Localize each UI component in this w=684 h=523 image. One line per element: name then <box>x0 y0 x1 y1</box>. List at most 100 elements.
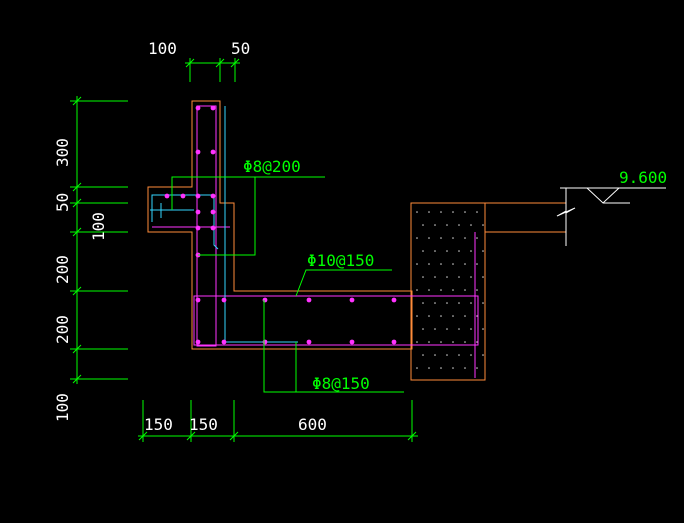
rebar-dot <box>210 105 216 111</box>
left-dim-tick-2 <box>72 182 82 192</box>
rebar-dot <box>306 297 312 303</box>
hatch-dot <box>452 341 454 343</box>
leader-1-drop <box>198 177 256 256</box>
hatch-dot <box>476 211 478 213</box>
hatch-dot <box>428 315 430 317</box>
rebar-dot <box>195 105 201 111</box>
rebar-group <box>152 105 479 378</box>
hatch-dot <box>470 224 472 226</box>
beam-rebar <box>193 295 479 346</box>
leader-3-line <box>263 300 404 393</box>
hatch-dot <box>422 328 424 330</box>
hatch-dot <box>428 263 430 265</box>
bottom-dim-text-2: 150 <box>189 415 218 434</box>
hatch-dot <box>428 289 430 291</box>
rebar-dot <box>195 225 201 231</box>
hatch-dot <box>452 237 454 239</box>
left-dim-text-2: 50 <box>53 193 72 212</box>
rebar-dot <box>349 339 355 345</box>
stirrup-group <box>150 106 298 343</box>
left-dim-tick-5 <box>72 286 82 296</box>
rebar-label-3: Φ8@150 <box>312 374 370 393</box>
column-stirrup <box>224 106 298 343</box>
rebar-dot <box>210 193 216 199</box>
rebar-dot <box>221 339 227 345</box>
hatch-dot <box>434 328 436 330</box>
left-dim-text-5: 200 <box>53 315 72 344</box>
rebar-dot <box>306 339 312 345</box>
hatch-dot <box>434 302 436 304</box>
hatch-dot <box>440 263 442 265</box>
rebar-dot <box>221 297 227 303</box>
hatch-dot <box>416 263 418 265</box>
rebar-dot <box>195 297 201 303</box>
hatch-dot <box>470 276 472 278</box>
elevation-triangle <box>586 187 620 204</box>
hatch-dot <box>470 302 472 304</box>
bottom-dim-tick-4 <box>407 431 417 441</box>
hatch-dot <box>452 315 454 317</box>
hatch-dot <box>464 341 466 343</box>
hatch-dot <box>470 354 472 356</box>
hatch-dot <box>428 237 430 239</box>
hatch-dot <box>470 250 472 252</box>
top-dimension: 100 50 <box>148 39 250 82</box>
hatch-dot <box>464 237 466 239</box>
hatch-dot <box>440 367 442 369</box>
hatch-dot <box>440 211 442 213</box>
hatch-dot <box>452 289 454 291</box>
hatch-dot <box>458 328 460 330</box>
hatch-dot <box>440 237 442 239</box>
hatch-dot <box>416 289 418 291</box>
left-dimension: 300 50 100 200 200 100 <box>53 96 128 422</box>
ledge-stirrup <box>151 194 219 250</box>
hatch-dot <box>458 276 460 278</box>
hatch-dot <box>434 276 436 278</box>
hatch-dot <box>428 367 430 369</box>
top-dim-text-2: 50 <box>231 39 250 58</box>
hatch-dot <box>476 367 478 369</box>
bottom-dim-tick-1 <box>138 431 148 441</box>
hatch-dot <box>416 211 418 213</box>
left-dim-tick-4 <box>72 227 82 237</box>
hatch-dot <box>482 250 484 252</box>
leader-2-line <box>295 269 392 297</box>
wall-hatch <box>416 211 484 369</box>
hatch-dot <box>476 315 478 317</box>
hatch-dot <box>440 341 442 343</box>
bottom-dim-text-1: 150 <box>144 415 173 434</box>
hatch-dot <box>434 354 436 356</box>
left-dim-text-6: 100 <box>53 393 72 422</box>
hatch-dot <box>428 211 430 213</box>
rebar-dot <box>210 209 216 215</box>
hatch-dot <box>422 276 424 278</box>
top-dim-tick-2 <box>215 58 225 68</box>
left-dim-text-1: 300 <box>53 138 72 167</box>
hatch-dot <box>482 276 484 278</box>
leader-1-line <box>171 176 325 210</box>
hatch-dot <box>446 302 448 304</box>
leader-2: Φ10@150 <box>295 251 392 297</box>
rebar-dot <box>349 297 355 303</box>
hatch-dot <box>458 250 460 252</box>
hatch-dot <box>464 315 466 317</box>
rebar-dot <box>391 339 397 345</box>
hatch-dot <box>422 224 424 226</box>
hatch-dot <box>476 237 478 239</box>
right-slab <box>485 188 576 246</box>
hatch-dot <box>440 315 442 317</box>
hatch-dot <box>446 354 448 356</box>
hatch-dot <box>452 367 454 369</box>
rebar-dot <box>180 193 186 199</box>
hatch-dot <box>458 354 460 356</box>
hatch-dot <box>416 237 418 239</box>
hatch-dot <box>434 250 436 252</box>
hatch-dot <box>476 341 478 343</box>
hatch-dot <box>446 328 448 330</box>
bottom-dim-tick-2 <box>186 431 196 441</box>
hatch-dot <box>482 354 484 356</box>
rebar-dot <box>391 297 397 303</box>
elevation-value: 9.600 <box>619 168 667 187</box>
hatch-dot <box>446 250 448 252</box>
